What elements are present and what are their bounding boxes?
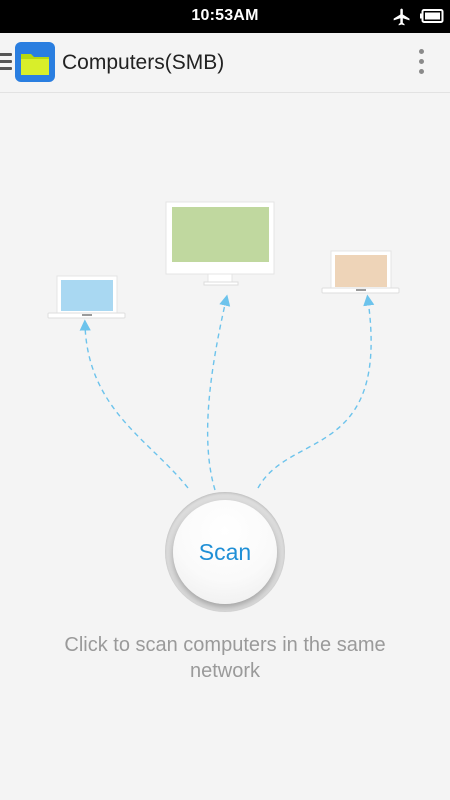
scan-arrows <box>79 294 375 491</box>
scan-button[interactable]: Scan <box>173 500 277 604</box>
app-bar: Computers(SMB) <box>0 33 450 93</box>
status-time: 10:53AM <box>191 7 259 24</box>
overflow-menu-icon[interactable] <box>416 49 426 77</box>
laptop-right-icon <box>321 250 400 294</box>
airplane-icon <box>393 8 410 26</box>
scan-hint-text: Click to scan computers in the same netw… <box>64 634 386 682</box>
laptop-left-icon <box>47 275 126 319</box>
monitor-icon <box>165 201 275 286</box>
network-illustration <box>47 201 400 491</box>
scan-button-label: Scan <box>198 538 252 565</box>
folder-app-icon[interactable] <box>15 42 55 82</box>
battery-icon <box>420 9 444 23</box>
menu-icon[interactable] <box>0 53 12 71</box>
page-title: Computers(SMB) <box>62 51 225 74</box>
status-bar: 10:53AM <box>0 0 450 33</box>
